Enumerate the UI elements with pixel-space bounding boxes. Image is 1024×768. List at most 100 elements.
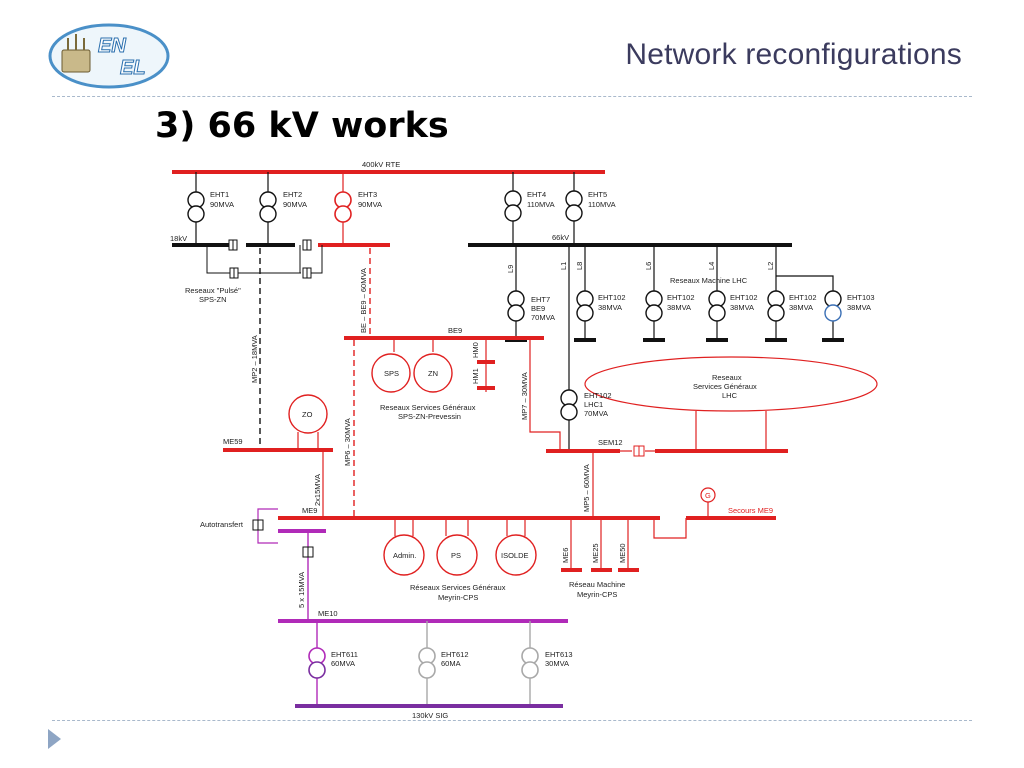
eht3-name: EHT3	[358, 190, 377, 199]
admin-label: Admin.	[393, 551, 416, 560]
bus-me10-label: ME10	[318, 609, 338, 618]
line-l6-label: L6	[644, 262, 653, 270]
link-mp7	[529, 338, 561, 450]
link-mp2-label: MP2 – 18MVA	[250, 335, 259, 383]
next-slide-arrow-icon[interactable]	[48, 729, 61, 749]
eht102-b-transformer-icon	[645, 290, 663, 322]
eht1-transformer-icon	[187, 191, 205, 223]
link-be9-label: BE – BE9 – 60MVA	[359, 268, 368, 333]
eht7-name: EHT7	[531, 295, 550, 304]
autotransfert-label: Autotransfert	[200, 520, 244, 529]
bus-130kv-label: 130kV SIG	[412, 711, 448, 720]
link-5x15-label: 5 x 15MVA	[297, 572, 306, 608]
hm1-label: HM1	[471, 368, 480, 384]
eht102-lhc1-sub: LHC1	[584, 400, 603, 409]
sg-lhc-loop	[584, 356, 878, 412]
logo-text-el: EL	[120, 57, 146, 79]
sps-load-icon	[371, 353, 411, 393]
sg-lhc-label-3: LHC	[722, 391, 738, 400]
breaker-pulse-1-icon	[229, 267, 239, 279]
sg-sps-label-1: Reseaux Services Généraux	[380, 403, 476, 412]
ps-label: PS	[451, 551, 461, 560]
eht5-name: EHT5	[588, 190, 607, 199]
eht611-transformer-icon	[308, 647, 326, 679]
eht611-name: EHT611	[331, 650, 358, 659]
bus-400kv-label: 400kV RTE	[362, 160, 400, 169]
bus-me59-label: ME59	[223, 437, 243, 446]
eht3-rating: 90MVA	[358, 200, 382, 209]
isolde-load-icon	[495, 534, 537, 576]
link-mp6-label: MP6 – 30MVA	[343, 418, 352, 466]
mach-meyrin-label-1: Réseau Machine	[569, 580, 625, 589]
isolde-label: ISOLDE	[501, 551, 529, 560]
logo-text-en: EN	[98, 35, 126, 57]
eht102-c-transformer-icon	[708, 290, 726, 322]
eht2-name: EHT2	[283, 190, 302, 199]
zn-load-icon	[413, 353, 453, 393]
eht2-rating: 90MVA	[283, 200, 307, 209]
eht103-transformer-icon	[824, 290, 842, 322]
mach-meyrin-label-2: Meyrin-CPS	[577, 590, 617, 599]
secours-label: Secours ME9	[728, 506, 773, 515]
eht102-d-name: EHT102	[789, 293, 817, 302]
eht612-transformer-icon	[418, 647, 436, 679]
pulse-label-1: Reseaux "Pulsé"	[185, 286, 241, 295]
eht612-rating: 60MA	[441, 659, 461, 668]
slide-title: Network reconfigurations	[625, 38, 962, 71]
eht613-transformer-icon	[521, 647, 539, 679]
me50-label: ME50	[618, 543, 627, 563]
eht1-name: EHT1	[210, 190, 229, 199]
generator-label: G	[705, 491, 711, 500]
eht4-rating: 110MVA	[527, 200, 555, 209]
breaker-18kv-2-icon	[302, 239, 312, 251]
sg-meyrin-label-2: Meyrin-CPS	[438, 593, 478, 602]
me6-label: ME6	[561, 548, 570, 563]
enel-logo: EN EL	[48, 23, 170, 89]
zn-label: ZN	[428, 369, 438, 378]
eht7-sub: BE9	[531, 304, 545, 313]
eht612-name: EHT612	[441, 650, 469, 659]
line-l2-label: L2	[766, 262, 775, 270]
eht102-b-name: EHT102	[667, 293, 695, 302]
zo-load-icon	[288, 394, 328, 434]
eht102-c-rating: 38MVA	[730, 303, 754, 312]
eht102-a-name: EHT102	[598, 293, 626, 302]
breaker-18kv-1-icon	[228, 239, 238, 251]
bus-18kv-label: 18kV	[170, 234, 187, 243]
sg-sps-label-2: SPS-ZN-Prevessin	[398, 412, 461, 421]
me25-label: ME25	[591, 543, 600, 563]
admin-load-icon	[383, 534, 425, 576]
breaker-pulse-2-icon	[302, 267, 312, 279]
sps-label: SPS	[384, 369, 399, 378]
eht5-rating: 110MVA	[588, 200, 616, 209]
hm0-label: HM0	[471, 342, 480, 358]
eht103-name: EHT103	[847, 293, 875, 302]
line-l9-label: L9	[506, 265, 515, 273]
link-mp5-label: MP5 – 60MVA	[582, 464, 591, 512]
slide-heading: 3) 66 kV works	[155, 106, 449, 146]
eht613-rating: 30MVA	[545, 659, 569, 668]
eht102-a-rating: 38MVA	[598, 303, 622, 312]
top-divider	[52, 96, 972, 97]
eht102-c-name: EHT102	[730, 293, 758, 302]
zo-label: ZO	[302, 410, 313, 419]
eht102-lhc1-rating: 70MVA	[584, 409, 608, 418]
bus-me9-label: ME9	[302, 506, 317, 515]
eht613-name: EHT613	[545, 650, 573, 659]
eht102-a-transformer-icon	[576, 290, 594, 322]
eht3-transformer-icon	[334, 191, 352, 223]
line-l4-label: L4	[707, 262, 716, 270]
eht102-lhc1-name: EHT102	[584, 391, 612, 400]
sg-meyrin-label-1: Réseaux Services Généraux	[410, 583, 506, 592]
pulse-label-2: SPS-ZN	[199, 295, 227, 304]
bottom-divider	[52, 720, 972, 721]
sg-lhc-label-2: Services Généraux	[693, 382, 757, 391]
eht7-transformer-icon	[507, 290, 525, 322]
eht1-rating: 90MVA	[210, 200, 234, 209]
eht102-d-rating: 38MVA	[789, 303, 813, 312]
bus-sem12-label: SEM12	[598, 438, 623, 447]
eht4-name: EHT4	[527, 190, 546, 199]
eht7-rating: 70MVA	[531, 313, 555, 322]
eht102-d-transformer-icon	[767, 290, 785, 322]
